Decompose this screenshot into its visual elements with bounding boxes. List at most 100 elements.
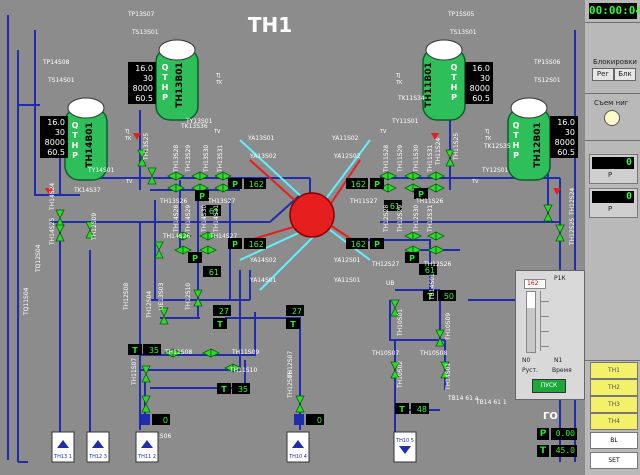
signal-lamp-icon[interactable] (604, 110, 620, 126)
svg-text:TH10 4: TH10 4 (288, 454, 307, 460)
svg-text:TH13 1: TH13 1 (53, 454, 72, 460)
svg-text:30: 30 (143, 74, 153, 83)
svg-text:TS12S01: TS12S01 (533, 77, 561, 84)
svg-text:P: P (72, 151, 78, 160)
svg-text:TH14S25: TH14S25 (49, 218, 56, 246)
svg-text:TH12S31: TH12S31 (427, 205, 434, 233)
svg-text:16.0: 16.0 (557, 118, 575, 127)
svg-text:TH12S24: TH12S24 (569, 188, 576, 216)
svg-text:P: P (374, 240, 380, 249)
vessel-th14b01[interactable]: TH14B01 (64, 97, 108, 181)
svg-text:TH12S27: TH12S27 (371, 261, 399, 268)
process-diagram: TH1 TH13B01 TH14B01 TH11B01 TH12B01 QTHP… (7, 11, 578, 463)
pk-start-button[interactable]: ПУСК (532, 379, 566, 393)
svg-text:TH12S08: TH12S08 (123, 283, 130, 311)
meter-sub-2: Р (608, 205, 613, 213)
measurement-badges[interactable]: P 162 P 61 P 162 P 61 162 P P 61 162 P P… (128, 178, 456, 425)
reactor-core[interactable] (289, 192, 335, 238)
svg-text:TH11S30: TH11S30 (413, 145, 420, 173)
vessel-th11b01[interactable]: TH11B01 (422, 39, 466, 121)
svg-text:TH13S31: TH13S31 (217, 145, 224, 173)
svg-text:H: H (513, 141, 520, 150)
pk-scale-box (524, 279, 546, 289)
vessel-name: TH12B01 (533, 122, 543, 168)
svg-text:27: 27 (292, 307, 302, 316)
svg-text:8000: 8000 (133, 84, 153, 93)
valves[interactable] (55, 149, 565, 413)
svg-text:Q: Q (162, 63, 169, 72)
svg-text:YA14S01: YA14S01 (249, 277, 277, 284)
svg-text:UE13S03: UE13S03 (158, 283, 165, 310)
svg-text:TH10S07: TH10S07 (371, 350, 399, 357)
svg-text:61: 61 (390, 202, 400, 211)
bl-button[interactable]: BL (590, 432, 638, 449)
vessel-th12b01[interactable]: TH12B01 (507, 97, 551, 181)
svg-text:P: P (199, 192, 205, 201)
svg-text:TJ: TJ (484, 129, 490, 135)
svg-text:P: P (418, 190, 424, 199)
svg-text:TK11S34: TK11S34 (397, 95, 425, 102)
svg-text:TH12S26: TH12S26 (423, 261, 451, 268)
svg-text:P: P (192, 254, 198, 263)
svg-text:30: 30 (565, 128, 575, 137)
svg-text:T: T (427, 292, 433, 301)
th2-button[interactable]: ТН2 (590, 379, 638, 396)
pk-control-panel: Р1К 162 N0 N1 Руст. Время ПУСК (515, 270, 585, 400)
svg-text:TH11 2: TH11 2 (137, 454, 156, 460)
reactor-loop-labels: YA13S01 YA13S02 YA14S02 YA14S01 YA11S02 … (247, 135, 361, 284)
go-p-badge: P (537, 428, 549, 440)
svg-text:TH12S09: TH12S09 (91, 213, 98, 241)
svg-text:TH12S28: TH12S28 (383, 205, 390, 233)
svg-text:TH12S04: TH12S04 (146, 291, 153, 319)
svg-text:TH12 3: TH12 3 (88, 454, 107, 460)
svg-text:162: 162 (249, 240, 264, 249)
svg-text:50: 50 (444, 292, 454, 301)
svg-text:T: T (290, 320, 296, 329)
svg-text:TH10S08: TH10S08 (419, 350, 447, 357)
svg-text:TH13S29: TH13S29 (185, 145, 192, 173)
vessel-name: TH14B01 (85, 122, 95, 168)
svg-text:TP15S05: TP15S05 (447, 11, 475, 18)
svg-text:16.0: 16.0 (135, 64, 153, 73)
svg-text:TH12S07: TH12S07 (287, 351, 294, 379)
svg-text:TB14 61 a: TB14 61 a (447, 395, 479, 402)
svg-text:P: P (513, 151, 519, 160)
reg-button[interactable]: Рег (592, 68, 614, 81)
svg-text:P: P (409, 254, 415, 263)
svg-text:8000: 8000 (45, 138, 65, 147)
svg-text:TH14S27: TH14S27 (209, 233, 237, 240)
svg-text:TK: TK (395, 80, 403, 86)
th3-button[interactable]: ТН3 (590, 396, 638, 413)
go-p-value: 0.00 (551, 428, 577, 440)
svg-text:8000: 8000 (555, 138, 575, 147)
svg-text:Q: Q (72, 121, 79, 130)
svg-text:TH13S26: TH13S26 (159, 198, 187, 205)
svg-text:TH14S24: TH14S24 (49, 183, 56, 211)
outlet-tanks[interactable]: TH13 1 TH12 3 TH11 2 TH10 4 TH10 5 (51, 431, 417, 463)
lamp-title: Съем ниг (594, 99, 629, 107)
vessel-th13b01[interactable]: TH13B01 (155, 39, 199, 121)
svg-text:TQ12S04: TQ12S04 (35, 244, 42, 273)
svg-text:T: T (399, 405, 405, 414)
svg-text:TQ11S04: TQ11S04 (23, 287, 30, 316)
svg-text:TP15S06: TP15S06 (533, 59, 561, 66)
svg-text:UB: UB (386, 280, 395, 287)
svg-text:TH14S31: TH14S31 (213, 205, 220, 233)
svg-text:YA13S01: YA13S01 (247, 135, 275, 142)
svg-text:T: T (132, 346, 138, 355)
set-button[interactable]: SET (590, 452, 638, 469)
svg-text:TH14S26: TH14S26 (162, 233, 190, 240)
svg-text:P: P (451, 93, 457, 102)
svg-text:YA11S02: YA11S02 (331, 135, 359, 142)
th1-button[interactable]: ТН1 (590, 362, 638, 379)
svg-text:T: T (162, 73, 168, 82)
th4-button[interactable]: ТН4 (590, 413, 638, 430)
svg-text:TH11S07: TH11S07 (131, 358, 138, 386)
pk-title: Р1К (554, 275, 566, 282)
cold-legs (239, 139, 371, 291)
svg-text:48: 48 (417, 405, 427, 414)
svg-text:61: 61 (209, 268, 219, 277)
blk-button[interactable]: Блк (614, 68, 636, 81)
svg-text:TV: TV (125, 179, 133, 185)
